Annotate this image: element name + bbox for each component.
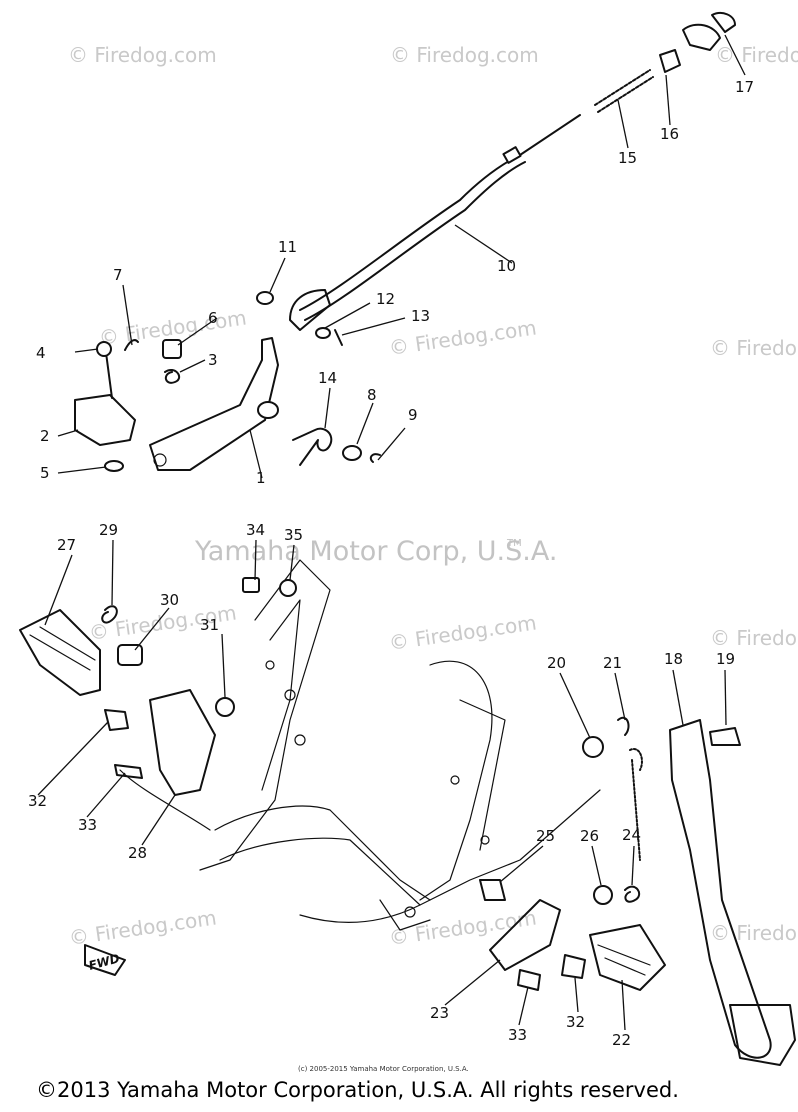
watermark-site: © Firedog.com (387, 315, 538, 359)
nut-26 (593, 885, 613, 905)
right-footrest-assembly (479, 879, 666, 991)
callout-14: 14 (318, 369, 337, 387)
callout-3: 3 (208, 351, 218, 369)
watermark-site: © Firedog.com (710, 626, 798, 650)
spring-3 (164, 369, 181, 384)
callout-34: 34 (246, 521, 265, 539)
clip-9 (369, 453, 381, 463)
callout-9: 9 (408, 406, 418, 424)
bolt-19 (709, 727, 741, 746)
watermark-main: Yamaha Motor Corp, U.S.A. (194, 536, 557, 567)
nut-31 (215, 697, 235, 717)
callout-8: 8 (367, 386, 377, 404)
callout-22: 22 (612, 1031, 631, 1049)
bolt-32-right (561, 954, 586, 979)
brake-rod-assembly (256, 12, 736, 346)
callout-15: 15 (618, 149, 637, 167)
callout-29: 29 (99, 521, 118, 539)
bolt-33-right (517, 969, 541, 991)
bolt-25 (479, 879, 506, 901)
callout-11: 11 (278, 238, 297, 256)
spring-24 (624, 885, 641, 903)
watermark-site: © Firedog.com (710, 921, 798, 945)
callout-7: 7 (113, 266, 123, 284)
callout-28: 28 (128, 844, 147, 862)
callout-21: 21 (603, 654, 622, 672)
callout-24: 24 (622, 826, 641, 844)
callout-27: 27 (57, 536, 76, 554)
watermark-site: © Firedog.com (715, 43, 798, 67)
left-footrest-assembly (19, 577, 297, 796)
bracket-28 (149, 689, 216, 796)
callout-32: 32 (28, 792, 47, 810)
copyright-footer: ©2013 Yamaha Motor Corporation, U.S.A. A… (36, 1078, 679, 1102)
washer-8 (342, 445, 362, 461)
callout-32-right: 32 (566, 1013, 585, 1031)
callout-30: 30 (160, 591, 179, 609)
callout-16: 16 (660, 125, 679, 143)
nut-35 (279, 579, 297, 597)
callout-20: 20 (547, 654, 566, 672)
callout-33: 33 (78, 816, 97, 834)
nut-20 (582, 736, 604, 758)
callout-31: 31 (200, 616, 219, 634)
callout-1: 1 (256, 469, 266, 487)
sidestand-assembly (582, 716, 796, 1066)
callout-4: 4 (36, 344, 46, 362)
bolt-32 (104, 709, 129, 731)
brake-pedal (74, 337, 279, 472)
fwd-label: FWD (87, 951, 121, 973)
watermark-tm: TM (506, 538, 522, 549)
collar-6 (162, 339, 182, 359)
callout-18: 18 (664, 650, 683, 668)
cotter-pin-7 (124, 339, 139, 351)
watermark-site: © Firedog.com (387, 905, 538, 949)
washer-5 (104, 460, 124, 472)
callout-35: 35 (284, 526, 303, 544)
callout-numbers: 1 2 3 4 5 6 7 8 9 10 11 12 13 14 15 16 1… (28, 78, 754, 1049)
callout-19: 19 (716, 650, 735, 668)
watermark-site: © Firedog.com (710, 336, 798, 360)
callout-6: 6 (208, 309, 218, 327)
bolt-30 (117, 644, 143, 666)
callout-10: 10 (497, 257, 516, 275)
frame-sketch (84, 559, 601, 976)
watermark-site: © Firedog.com (68, 43, 217, 67)
return-spring-parts (292, 427, 381, 466)
callout-33-right: 33 (508, 1026, 527, 1044)
watermarks: © Firedog.com © Firedog.com © Firedog.co… (67, 43, 798, 950)
watermark-site: © Firedog.com (387, 610, 538, 654)
callout-25: 25 (536, 827, 555, 845)
washer-12 (315, 327, 331, 339)
callout-26: 26 (580, 827, 599, 845)
bracket-23 (489, 899, 561, 971)
callout-2: 2 (40, 427, 50, 445)
cotter-pin-13 (334, 329, 343, 346)
callout-5: 5 (40, 464, 50, 482)
pin-11 (256, 291, 274, 305)
callout-13: 13 (411, 307, 430, 325)
leader-lines (37, 34, 746, 1031)
callout-17: 17 (735, 78, 754, 96)
bolt-33 (114, 764, 143, 779)
small-copyright: (c) 2005-2015 Yamaha Motor Corporation, … (298, 1065, 469, 1073)
callout-12: 12 (376, 290, 395, 308)
bolt-34 (242, 577, 260, 593)
watermark-site: © Firedog.com (67, 905, 218, 949)
watermark-site: © Firedog.com (390, 43, 539, 67)
callout-23: 23 (430, 1004, 449, 1022)
